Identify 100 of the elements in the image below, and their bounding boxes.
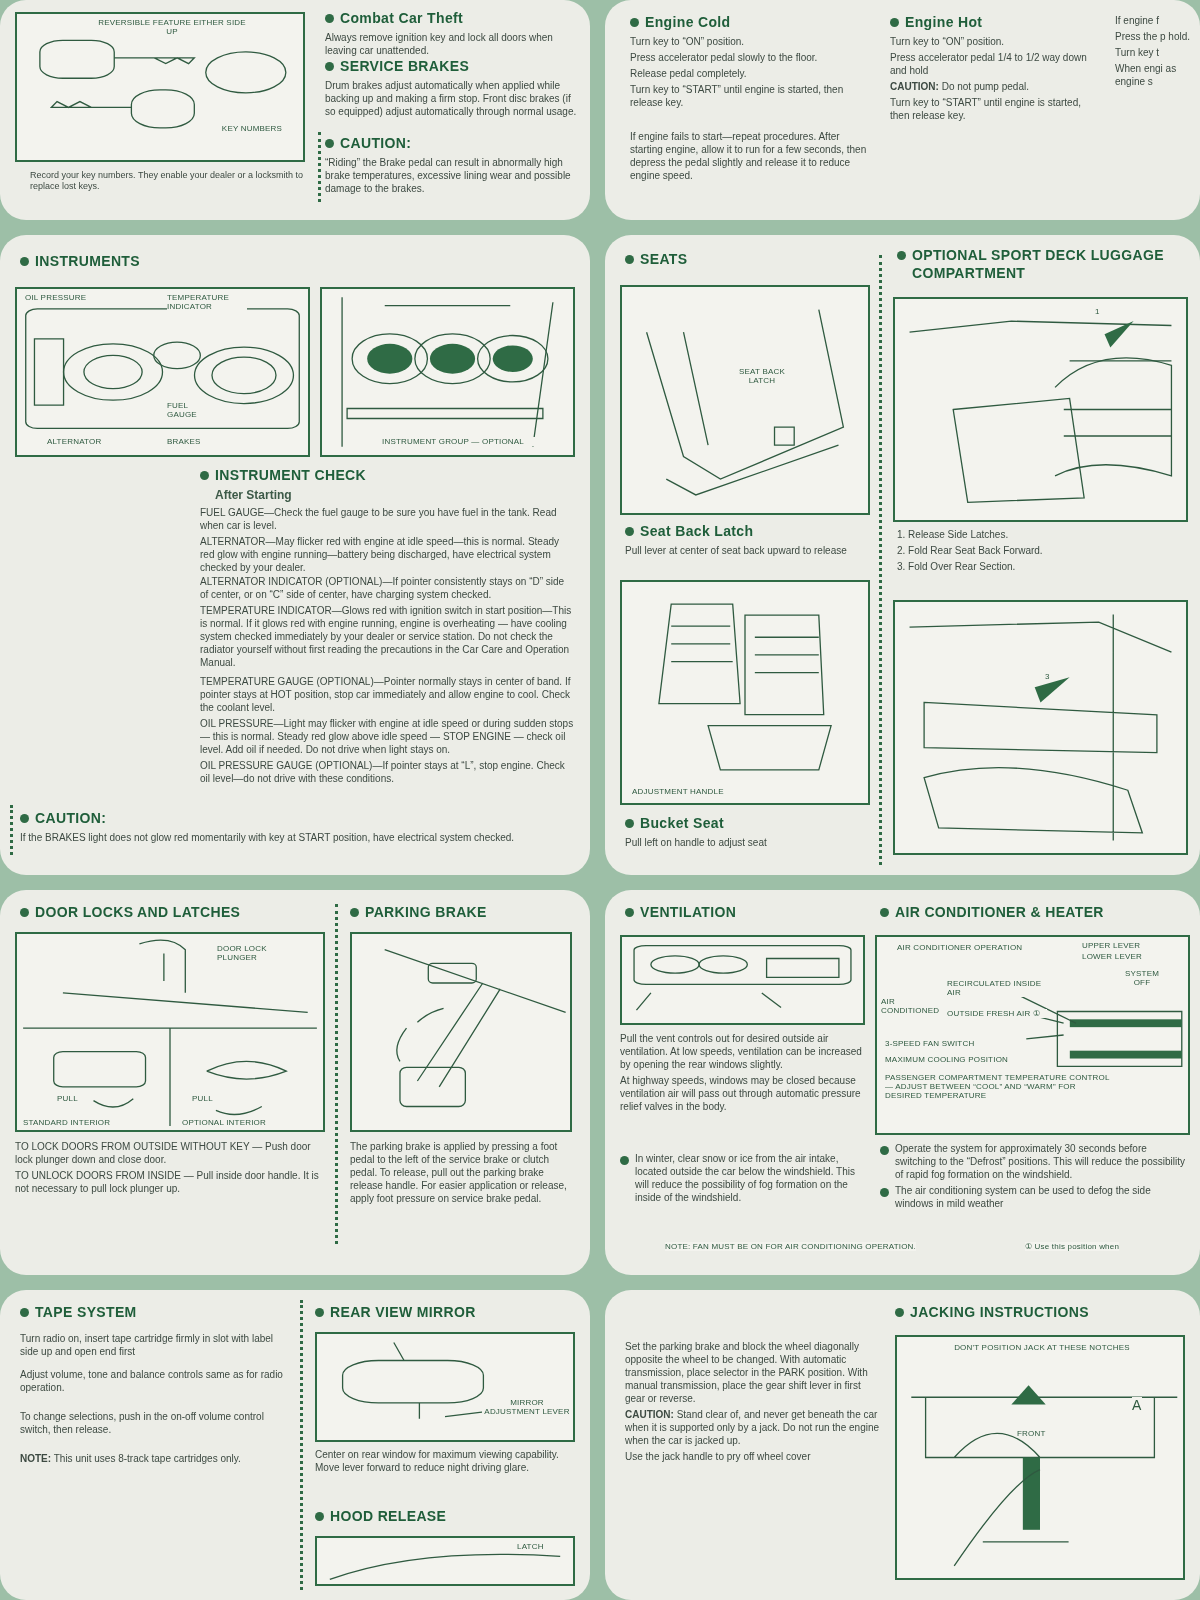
callout-label: LOWER LEVER <box>1082 952 1142 962</box>
callout-label: ALTERNATOR <box>47 437 102 447</box>
body-text: OIL PRESSURE GAUGE (OPTIONAL)—If pointer stays at “L”, stop engine. Check oil level—do not drive with these conditions. <box>200 759 566 785</box>
callout-label: MIRROR ADJUSTMENT LEVER <box>482 1398 572 1417</box>
body-text: 1. Release Side Latches. <box>897 528 1010 541</box>
manual-panel <box>0 890 590 1275</box>
section-heading: PARKING BRAKE <box>365 904 487 922</box>
body-text: CAUTION: Do not pump pedal. <box>890 79 1030 93</box>
manual-panel <box>0 1290 590 1600</box>
body-text: If the BRAKES light does not glow red momentarily with key at START position, have electrical system checked. <box>20 830 516 844</box>
illustration-frame <box>893 297 1188 522</box>
body-text: Drum brakes adjust automatically when applied while backing up and making a firm stop. Front disc brakes (if so equipped) adjust automatically through normal usage. <box>325 78 578 118</box>
illustration-frame <box>620 580 870 805</box>
body-text: ALTERNATOR—May flicker red with engine at idle speed—this is normal. Steady red glow with engine running—battery being discharged, have electrical system checked by your dealer. <box>200 534 561 574</box>
body-text: Operate the system for approximately 30 seconds before switching to the “Defrost” positions. This will reduce the possibility of rapid fog formation on the windshield. <box>895 1142 1185 1181</box>
illustration-frame <box>315 1536 575 1586</box>
instruction-text: Record your key numbers. They enable your dealer or a locksmith to replace lost keys. <box>30 170 304 193</box>
section-heading: AIR CONDITIONER & HEATER <box>895 904 1104 922</box>
callout-label: AIR CONDITIONED <box>881 997 941 1016</box>
illustration-frame <box>875 935 1190 1135</box>
callout-label: MAXIMUM COOLING POSITION <box>885 1055 1009 1065</box>
section-heading: Engine Hot <box>905 14 983 32</box>
body-text: TEMPERATURE INDICATOR—Glows red with ignition switch in start position—This is normal. If it glows red with engine running, engine is overheating — have cooling system checked immediately by your dealer or service station. Do not check the radiator yourself without first reading the precautions in the Car Care and Operation Manual. <box>200 604 573 669</box>
section-heading: Combat Car Theft <box>340 10 464 28</box>
illustration-frame <box>893 600 1188 855</box>
section-heading: INSTRUMENTS <box>35 253 140 271</box>
section-heading: TAPE SYSTEM <box>35 1304 137 1322</box>
callout-label: PULL <box>57 1094 78 1104</box>
body-text: Set the parking brake and block the wheel diagonally opposite the wheel to be changed. With automatic transmission, place selector in the PARK position. With manual transmission, place the gear shift lever in first gear or reverse. <box>625 1340 869 1405</box>
body-text: Turn key t <box>1115 46 1161 59</box>
callout-label: BRAKES <box>167 437 201 447</box>
body-text: Turn key to “START” until engine is started, then release key. <box>630 82 845 109</box>
section-heading: HOOD RELEASE <box>330 1508 447 1526</box>
section-heading: CAUTION: <box>340 135 412 153</box>
section-subheading: After Starting <box>215 487 293 503</box>
body-text: Turn key to “ON” position. <box>630 34 746 48</box>
section-heading: Engine Cold <box>645 14 731 32</box>
body-text: Press accelerator pedal slowly to the floor. <box>630 50 819 64</box>
section-heading: Bucket Seat <box>640 815 724 833</box>
callout-label: ① Use this position when <box>1025 1242 1120 1252</box>
body-text: Pull the vent controls out for desired outside air ventilation. At low speeds, ventilation can be increased by opening the rear windows slightly. <box>620 1032 863 1071</box>
body-text: If engine fails to start—repeat procedures. After starting engine, allow it to run for a few seconds, then depress the pedal slightly and release it to reduce engine speed. <box>630 130 868 182</box>
manual-panel <box>605 0 1200 220</box>
body-text: TO LOCK DOORS FROM OUTSIDE WITHOUT KEY — Push door lock plunger down and close door. <box>15 1140 312 1166</box>
body-text: Release pedal completely. <box>630 66 748 80</box>
body-text: “Riding” the Brake pedal can result in abnormally high brake temperatures, excessive lining wear and possible damage to the brakes. <box>325 155 572 195</box>
section-heading: JACKING INSTRUCTIONS <box>910 1304 1089 1322</box>
callout-label: STANDARD INTERIOR <box>23 1118 111 1128</box>
manual-panel <box>0 235 590 875</box>
callout-label: PULL <box>192 1094 213 1104</box>
body-text: When engi as engine s <box>1115 62 1178 88</box>
body-text: Center on rear window for maximum viewing capability. Move lever forward to reduce night driving glare. <box>315 1448 560 1474</box>
body-text: TEMPERATURE GAUGE (OPTIONAL)—Pointer normally stays in center of band. If pointer stays at HOT position, stop car immediately and allow engine to cool. Check the coolant level. <box>200 675 572 714</box>
callout-label: AIR CONDITIONER OPERATION <box>897 943 1023 953</box>
body-text: Pull left on handle to adjust seat <box>625 835 768 849</box>
manual-panel <box>605 890 1200 1275</box>
body-text: CAUTION: Stand clear of, and never get beneath the car when it is supported only by a jack. Do not run the engine when the car is jacked up. <box>625 1408 880 1447</box>
section-heading: INSTRUMENT CHECK <box>215 467 367 485</box>
body-text: To change selections, push in the on-off volume control switch, then release. <box>20 1410 265 1436</box>
body-text: 3. Fold Over Rear Section. <box>897 560 1017 573</box>
body-text: 2. Fold Rear Seat Back Forward. <box>897 544 1044 557</box>
callout-label: FRONT <box>1017 1429 1046 1439</box>
body-text: Turn key to “ON” position. <box>890 34 1006 48</box>
body-text: Pull lever at center of seat back upward to release <box>625 543 848 557</box>
section-heading: VENTILATION <box>640 904 737 922</box>
illustration-frame <box>320 287 575 457</box>
body-text: The parking brake is applied by pressing a foot pedal to the left of the service brake or clutch pedal. To release, pull out the parking brake release handle. For easier application or release, apply foot pressure on service brake pedal. <box>350 1140 568 1205</box>
body-text: Press the p hold. <box>1115 30 1192 43</box>
callout-label: OPTIONAL INTERIOR <box>182 1118 266 1128</box>
body-text: If engine f <box>1115 14 1160 27</box>
callout-label: 3-SPEED FAN SWITCH <box>885 1039 975 1049</box>
illustration-frame <box>315 1332 575 1442</box>
section-heading: OPTIONAL SPORT DECK LUGGAGE COMPARTMENT <box>912 247 1165 282</box>
manual-panel <box>605 1290 1200 1600</box>
callout-label: RECIRCULATED INSIDE AIR <box>947 979 1042 998</box>
illustration-frame <box>895 1335 1185 1580</box>
section-heading: Seat Back Latch <box>640 523 754 541</box>
body-text: NOTE: This unit uses 8-track tape cartridges only. <box>20 1452 242 1465</box>
callout-label: LATCH <box>517 1542 544 1552</box>
callout-label: 1 <box>1095 307 1100 317</box>
body-text: Turn key to “START” until engine is started, then release key. <box>890 95 1082 122</box>
body-text: Turn radio on, insert tape cartridge firmly in slot with label side up and open end first <box>20 1331 275 1358</box>
illustration-frame <box>350 932 572 1132</box>
section-heading: SEATS <box>640 251 688 269</box>
body-text: In winter, clear snow or ice from the air intake, located outside the car below the windshield. This will reduce the possibility of fog formation on the inside of the windshield. <box>635 1152 856 1204</box>
body-text: The air conditioning system can be used to defog the side windows in mild weather <box>895 1184 1152 1210</box>
body-text: OIL PRESSURE—Light may flicker with engine at idle speed or during sudden stops — this is normal. Steady red glow above idle speed — STOP ENGINE — check oil level. Add oil if needed. Do not drive when light stays on. <box>200 717 575 756</box>
callout-label: 3 <box>1045 672 1050 682</box>
section-heading: REAR VIEW MIRROR <box>330 1304 476 1322</box>
section-heading: DOOR LOCKS AND LATCHES <box>35 904 241 922</box>
body-text: ALTERNATOR INDICATOR (OPTIONAL)—If pointer consistently stays on “D” side of center, or on “C” side of center, have charging system checked. <box>200 575 566 601</box>
manual-panel <box>0 0 590 220</box>
section-heading: CAUTION: <box>35 810 107 828</box>
callout-label: NOTE: FAN MUST BE ON FOR AIR CONDITIONING OPERATION. <box>665 1242 916 1252</box>
body-text: Use the jack handle to pry off wheel cover <box>625 1450 812 1463</box>
callout-label: UPPER LEVER <box>1082 941 1141 951</box>
callout-label: ADJUSTMENT HANDLE <box>632 787 724 797</box>
illustration-frame <box>620 285 870 515</box>
section-heading: SERVICE BRAKES <box>340 58 470 76</box>
body-text: FUEL GAUGE—Check the fuel gauge to be sure you have fuel in the tank. Read when car is level. <box>200 505 558 532</box>
